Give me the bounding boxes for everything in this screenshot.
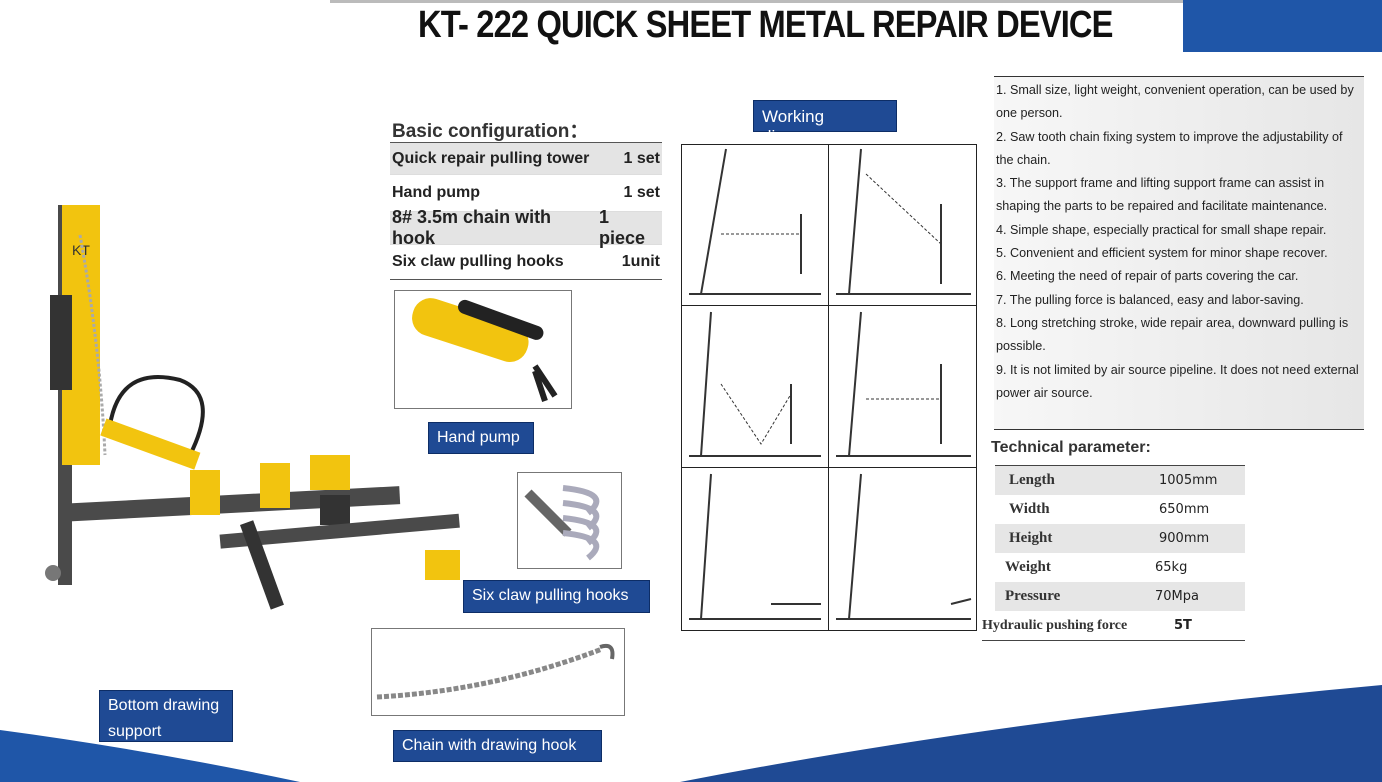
chain-image	[371, 628, 625, 716]
six-claw-hooks-image	[517, 472, 622, 569]
tech-row: Width 650mm	[995, 495, 1245, 524]
tech-key: Height	[1009, 530, 1053, 546]
config-item-name: 8# 3.5m chain with hook	[392, 207, 552, 248]
config-row: Six claw pulling hooks 1unit	[390, 245, 662, 280]
config-item-name: Six claw pulling hooks	[392, 253, 564, 270]
tech-row: Hydraulic pushing force 5T	[982, 611, 1245, 641]
config-row: 8# 3.5m chain with hook 1 piece	[390, 207, 662, 248]
feature-item: 8. Long stretching stroke, wide repair a…	[996, 315, 1349, 354]
tech-key: Pressure	[1005, 588, 1061, 604]
hand-pump-image	[394, 290, 572, 409]
features-list: 1. Small size, light weight, convenient …	[994, 76, 1364, 430]
label-hand-pump: Hand pump	[428, 422, 534, 454]
feature-item: 5. Convenient and efficient system for m…	[996, 246, 1328, 261]
tech-key: Width	[1009, 501, 1050, 517]
tech-key: Weight	[1005, 559, 1051, 575]
working-diagram	[681, 144, 977, 631]
label-chain: Chain with drawing hook	[393, 730, 602, 762]
page-title: KT- 222 QUICK SHEET METAL REPAIR DEVICE	[418, 4, 1113, 46]
config-item-qty: 1 piece	[598, 207, 646, 248]
config-row: Hand pump 1 set	[390, 175, 662, 212]
tech-value: 70Mpa	[1155, 589, 1199, 604]
technical-table: Length 1005mm Width 650mm Height 900mm Weig…	[982, 465, 1245, 641]
tech-key: Length	[1009, 472, 1055, 488]
tech-value: 5T	[1174, 618, 1192, 633]
tech-value: 900mm	[1159, 531, 1210, 546]
feature-item: 9. It is not limited by air source pipel…	[996, 362, 1359, 400]
header-blue-block	[1183, 0, 1382, 52]
config-item-qty: 1unit	[621, 253, 660, 270]
tech-value: 1005mm	[1159, 473, 1218, 488]
feature-item: 7. The pulling force is balanced, easy a…	[996, 292, 1304, 307]
feature-item: 3. The support frame and lifting support…	[996, 176, 1328, 214]
top-divider	[330, 0, 1183, 3]
machine-mark: KT	[72, 242, 90, 258]
label-working-diagram: Working diagram	[753, 100, 897, 146]
label-six-claw-hooks: Six claw pulling hooks	[463, 580, 650, 613]
bottom-wave-decoration	[0, 685, 1382, 782]
config-row: Quick repair pulling tower 1 set	[390, 143, 662, 175]
tech-row: Pressure 70Mpa	[995, 582, 1245, 611]
technical-title: Technical parameter:	[991, 439, 1151, 456]
feature-item: 4. Simple shape, especially practical fo…	[996, 222, 1327, 237]
tech-row: Weight 65kg	[995, 553, 1245, 582]
config-item-qty: 1 set	[623, 149, 660, 167]
tech-row: Height 900mm	[995, 524, 1245, 553]
tech-value: 650mm	[1159, 502, 1210, 517]
feature-item: 2. Saw tooth chain fixing system to impr…	[996, 129, 1343, 167]
basic-config-title: Basic configuration：	[392, 121, 589, 142]
config-item-qty: 1 set	[623, 184, 660, 201]
machine-image: KT	[45, 205, 460, 610]
config-item-name: Hand pump	[392, 184, 480, 201]
tech-row: Length 1005mm	[995, 466, 1245, 495]
feature-item: 1. Small size, light weight, convenient …	[996, 83, 1354, 121]
tech-value: 65kg	[1155, 560, 1188, 575]
basic-config-list: Quick repair pulling tower 1 set Hand pum…	[390, 142, 662, 280]
config-item-name: Quick repair pulling tower	[392, 149, 590, 167]
feature-item: 6. Meeting the need of repair of parts c…	[996, 269, 1299, 284]
tech-key: Hydraulic pushing force	[982, 617, 1128, 633]
label-bottom-drawing-support: Bottom drawing support	[99, 690, 233, 742]
